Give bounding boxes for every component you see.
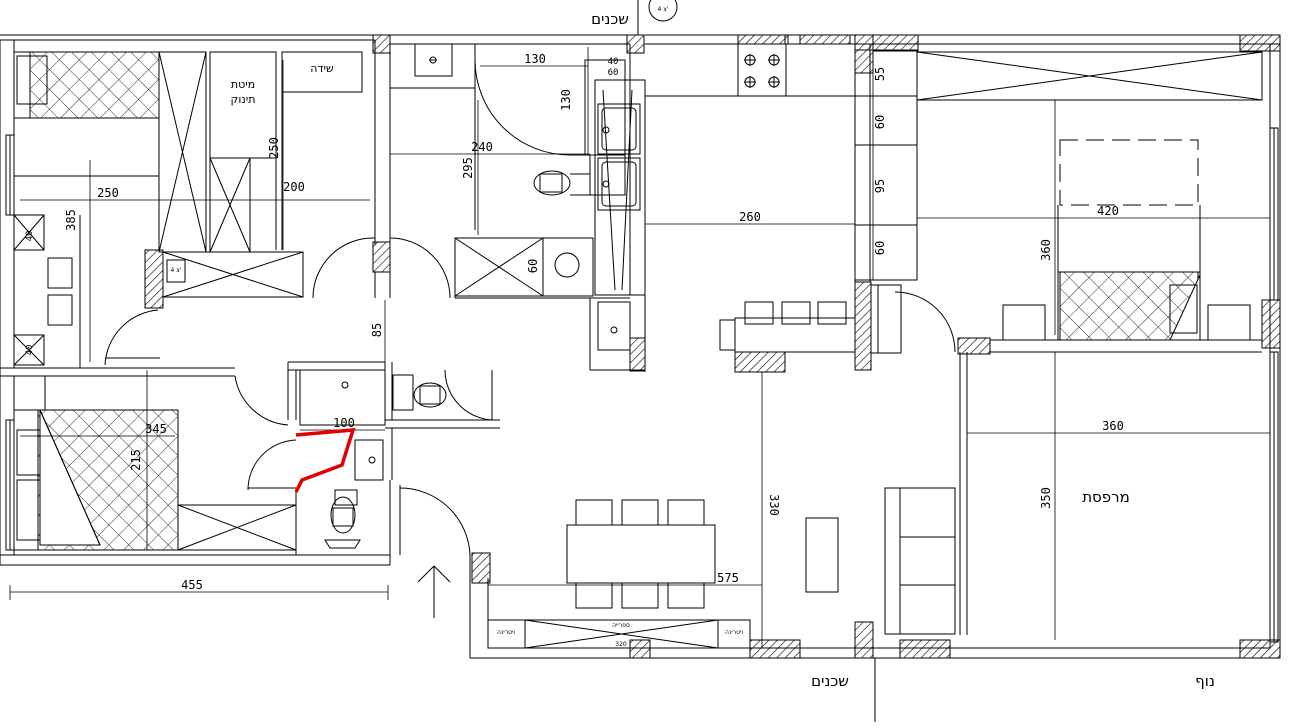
north-badge-label: 4 צ' [658, 6, 669, 13]
dim-40-a: 40 [25, 231, 35, 242]
dim-345: 345 [145, 422, 167, 436]
dim-350: 350 [1039, 487, 1053, 509]
dim-295: 295 [461, 157, 475, 179]
dim-250-room: 250 [267, 137, 281, 159]
vitrine-left-label: ויטרינה [497, 629, 515, 636]
dim-40-b: 40 [25, 345, 35, 356]
master-bedroom [916, 51, 1263, 341]
bottom-left-bedroom [13, 376, 297, 551]
doors [104, 237, 956, 556]
dim-260: 260 [739, 210, 761, 224]
room-tag-label: 4 צ' [171, 267, 182, 274]
windows [5, 34, 1279, 643]
dim-60-small: 60 [608, 68, 619, 78]
north-arrow [417, 565, 451, 618]
text-labels: שכנים 4 צ' שכנים נוף מרפסת שידה מיטת תינ… [171, 6, 1215, 690]
dim-360-balcony: 360 [1102, 419, 1124, 433]
dim-575: 575 [717, 571, 739, 585]
top-bathroom [390, 43, 626, 297]
wall-blocks [144, 34, 1281, 659]
dim-320: 320 [615, 641, 627, 648]
changing-table-line1: מיטת [231, 78, 255, 91]
dim-240: 240 [471, 140, 493, 154]
dim-95: 95 [873, 179, 887, 193]
balcony-label: מרפסת [1082, 488, 1130, 506]
dim-330: 330 [767, 494, 781, 516]
dim-215: 215 [129, 449, 143, 471]
dim-360-bed: 360 [1039, 239, 1053, 261]
view-label: נוף [1195, 672, 1215, 690]
library-label: ספרייה [612, 622, 630, 629]
dim-130-top: 130 [524, 52, 546, 66]
dim-55: 55 [873, 67, 887, 81]
changing-table-line2: תינוק [231, 93, 256, 106]
dim-250-side: 250 [97, 186, 119, 200]
neighbors-bottom-label: שכנים [811, 672, 849, 690]
highlight-stroke [294, 428, 356, 493]
dim-60-a: 60 [873, 115, 887, 129]
neighbors-top-label: שכנים [591, 10, 629, 28]
kitchen [594, 43, 918, 354]
dim-85: 85 [370, 323, 384, 337]
dim-200: 200 [283, 180, 305, 194]
dim-100: 100 [333, 416, 355, 430]
dim-385: 385 [64, 209, 78, 231]
dim-60-b: 60 [873, 241, 887, 255]
dim-60-shower: 60 [526, 259, 540, 273]
dimension-lines [9, 47, 1270, 648]
dim-40: 40 [608, 57, 619, 67]
dim-455: 455 [181, 578, 203, 592]
small-bathroom [299, 369, 447, 549]
living-dining [487, 487, 956, 649]
dimension-texts: 130 130 40 60 240 295 260 55 60 95 60 25… [25, 52, 1124, 648]
top-left-bedroom [13, 51, 363, 368]
dresser-label: שידה [310, 62, 334, 75]
dim-130-side: 130 [559, 89, 573, 111]
dim-420: 420 [1097, 204, 1119, 218]
vitrine-right-label: ויטרינה [725, 629, 743, 636]
reference-marks [637, 0, 876, 722]
